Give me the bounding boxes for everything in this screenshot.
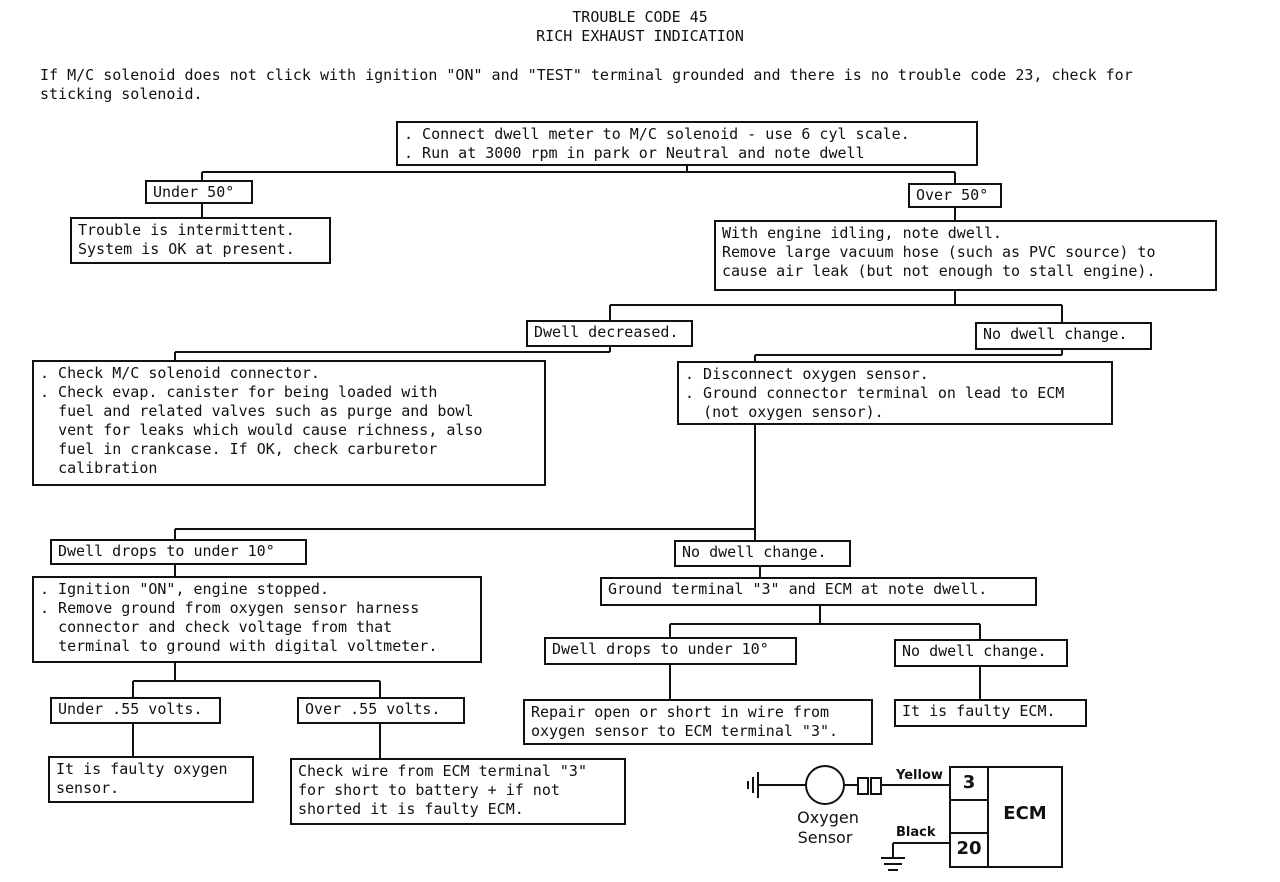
node-intermittent: Trouble is intermittent. System is OK at… [70,217,331,264]
ecm-terminal-3: 3 [962,772,976,793]
node-idle-check: With engine idling, note dwell. Remove l… [714,220,1217,291]
diagram-title: TROUBLE CODE 45 [572,8,708,26]
oxygen-sensor-label-line1: Oxygen [797,808,859,827]
branch-no-dwell-change-3: No dwell change. [894,639,1068,667]
diagram-subtitle: RICH EXHAUST INDICATION [536,27,744,45]
wire-yellow-label: Yellow [896,768,943,783]
wire-black-label: Black [896,825,936,840]
branch-dwell-drops-under-10-b: Dwell drops to under 10° [544,637,797,665]
node-check-solenoid: . Check M/C solenoid connector. . Check … [32,360,546,486]
node-ground-terminal-3: Ground terminal "3" and ECM at note dwel… [600,577,1037,606]
node-repair-open: Repair open or short in wire from oxygen… [523,699,873,745]
ecm-label: ECM [1003,803,1047,824]
node-faulty-ecm: It is faulty ECM. [894,699,1087,727]
oxygen-sensor-label-line2: Sensor [797,828,853,847]
branch-dwell-drops-under-10-a: Dwell drops to under 10° [50,539,307,565]
intro-note: If M/C solenoid does not click with igni… [40,66,1133,103]
branch-over-50: Over 50° [908,183,1002,208]
branch-no-dwell-change-1: No dwell change. [975,322,1152,350]
branch-dwell-decreased: Dwell decreased. [526,320,693,347]
branch-under-50: Under 50° [145,180,253,204]
node-check-wire: Check wire from ECM terminal "3" for sho… [290,758,626,825]
branch-under-055-volts: Under .55 volts. [50,697,221,724]
node-ignition-on: . Ignition "ON", engine stopped. . Remov… [32,576,482,663]
node-disconnect-o2: . Disconnect oxygen sensor. . Ground con… [677,361,1113,425]
node-faulty-oxygen-sensor: It is faulty oxygen sensor. [48,756,254,803]
node-start: . Connect dwell meter to M/C solenoid - … [396,121,978,166]
ecm-terminal-20: 20 [956,838,982,859]
branch-over-055-volts: Over .55 volts. [297,697,465,724]
branch-no-dwell-change-2: No dwell change. [674,540,851,567]
